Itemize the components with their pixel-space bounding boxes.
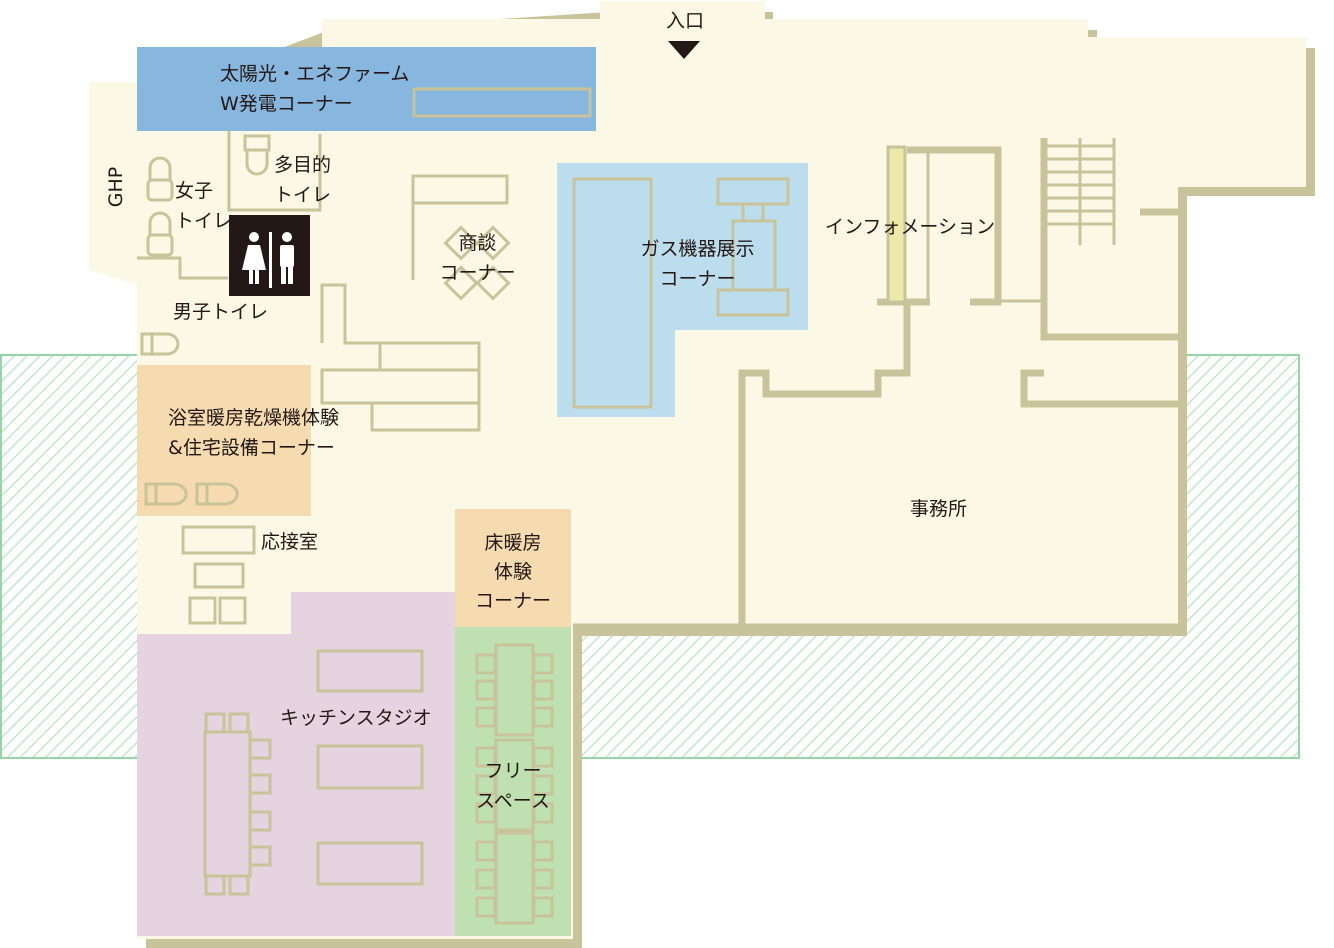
entrance-label: 入口 bbox=[665, 10, 704, 32]
floor-heating-label: 床暖房 体験 コーナー bbox=[474, 532, 551, 612]
floor-heating-area bbox=[455, 509, 571, 627]
womens-toilet-label: 女子 トイレ bbox=[175, 180, 233, 232]
restroom-sign-icon bbox=[229, 215, 310, 296]
mens-toilet-label: 男子トイレ bbox=[173, 301, 269, 323]
kitchen-studio-area bbox=[137, 592, 455, 936]
kitchen-studio-label: キッチンスタジオ bbox=[280, 707, 432, 729]
gas-corner-label: ガス機器展示 コーナー bbox=[640, 238, 755, 290]
entrance-arrow-icon bbox=[668, 41, 700, 59]
bath-corner-area bbox=[137, 365, 311, 516]
bath-corner-label: 浴室暖房乾燥機体験 &住宅設備コーナー bbox=[168, 407, 340, 459]
gas-corner-area bbox=[557, 163, 808, 417]
power-corner-label: 太陽光・エネファーム W発電コーナー bbox=[220, 63, 410, 115]
business-corner-label: 商談 コーナー bbox=[439, 232, 516, 284]
reception-room-label: 応接室 bbox=[261, 531, 319, 553]
free-space-label: フリー スペース bbox=[476, 760, 550, 812]
ghp-label: GHP bbox=[105, 166, 127, 208]
multipurpose-toilet-label: 多目的 トイレ bbox=[274, 154, 332, 206]
office-label: 事務所 bbox=[910, 498, 968, 520]
information-label: インフォメーション bbox=[825, 216, 996, 238]
